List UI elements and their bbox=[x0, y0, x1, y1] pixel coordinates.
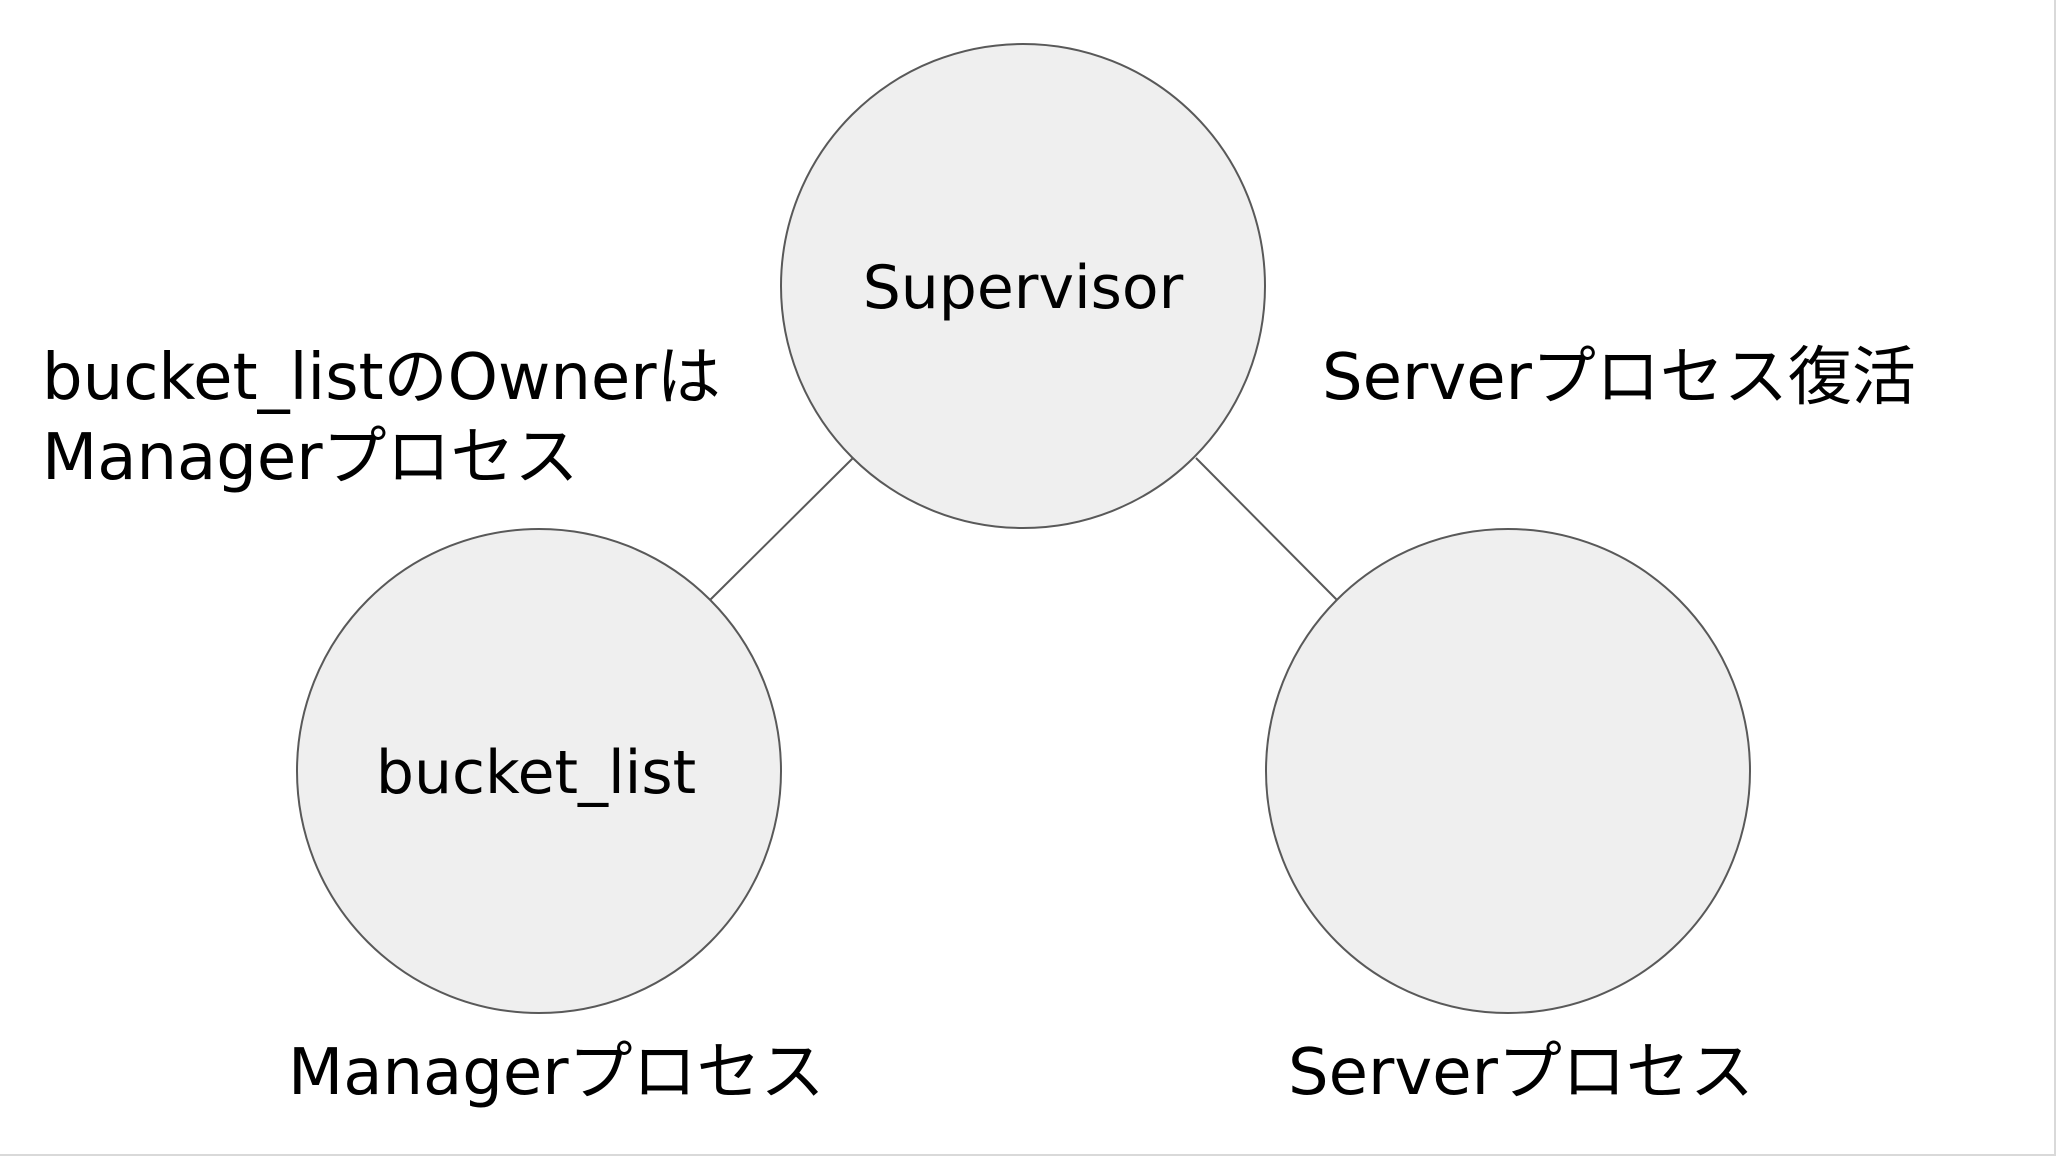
owner-note-line-2: Managerプロセス bbox=[42, 421, 579, 495]
edge-supervisor-to-server bbox=[1195, 457, 1338, 601]
edge-supervisor-to-manager bbox=[709, 457, 854, 601]
server-node bbox=[1265, 528, 1751, 1014]
slide-border-right bbox=[2054, 0, 2056, 1156]
manager-node-label: bucket_list bbox=[376, 738, 696, 808]
supervisor-node bbox=[780, 43, 1266, 529]
server-process-caption: Serverプロセス bbox=[1288, 1033, 1754, 1113]
supervisor-label: Supervisor bbox=[863, 253, 1184, 323]
owner-note: bucket_listのOwnerは Managerプロセス bbox=[42, 338, 721, 498]
manager-process-caption: Managerプロセス bbox=[288, 1033, 825, 1113]
server-revive-text: Serverプロセス復活 bbox=[1322, 341, 1916, 415]
server-process-text: Serverプロセス bbox=[1288, 1036, 1754, 1110]
slide-border-bottom bbox=[0, 1154, 2056, 1156]
manager-node bbox=[296, 528, 782, 1014]
manager-process-text: Managerプロセス bbox=[288, 1036, 825, 1110]
server-revive-note: Serverプロセス復活 bbox=[1322, 338, 1916, 418]
owner-note-line-1: bucket_listのOwnerは bbox=[42, 341, 721, 415]
